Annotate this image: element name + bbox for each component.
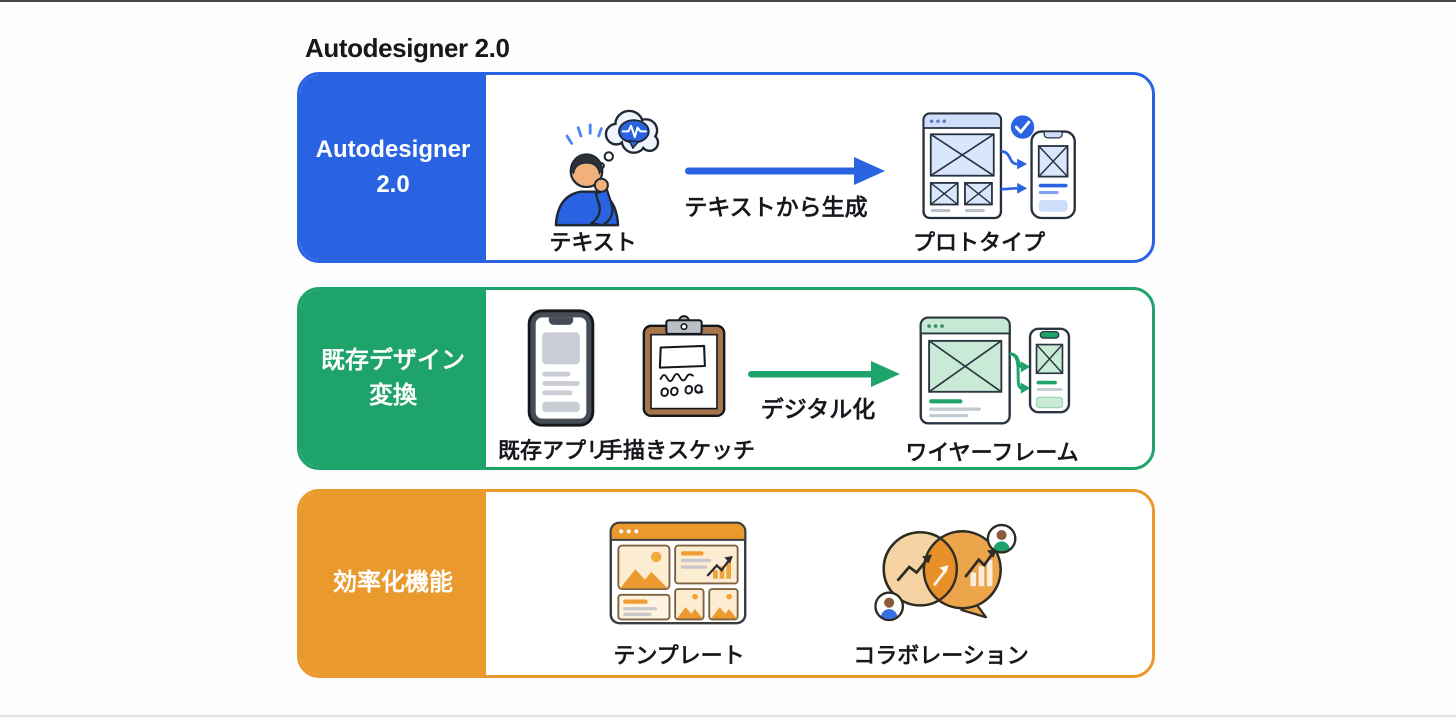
avatar-green [986, 523, 1017, 554]
thought-bubble-icon [597, 109, 660, 170]
section-efficiency: 効率化機能 [297, 489, 1155, 678]
caption-wireframe: ワイヤーフレーム [905, 440, 1079, 465]
sketch-clipboard-icon [642, 315, 726, 418]
caption-hand-sketch: 手描きスケッチ [600, 438, 756, 463]
section-autodesigner-label: Autodesigner 2.0 [300, 75, 486, 260]
thinking-person-icon [554, 109, 660, 227]
flow-label-generate: テキストから生成 [684, 194, 868, 220]
avatar-blue [874, 591, 904, 622]
collaboration-bubbles-icon [874, 523, 1017, 622]
wireframe-screens-icon [919, 316, 1071, 425]
check-badge-icon [1010, 115, 1035, 139]
right-arrow-icon [685, 157, 885, 185]
section-autodesigner: Autodesigner 2.0 [297, 72, 1155, 263]
caption-existing-app: 既存アプリ [497, 438, 609, 463]
prototype-screens-icon [922, 112, 1076, 220]
section-conversion: 既存デザイン 変換 既存アプリ 手描きスケッチ [297, 287, 1155, 470]
section-efficiency-label: 効率化機能 [300, 492, 486, 675]
caption-prototype: プロトタイプ [912, 230, 1046, 255]
page-title: Autodesigner 2.0 [305, 33, 510, 63]
flow-label-digitize: デジタル化 [760, 396, 876, 422]
caption-text-source: テキスト [549, 230, 637, 255]
top-edge-line [0, 0, 1456, 2]
person-figure [554, 153, 620, 227]
template-browser-icon [609, 521, 747, 625]
right-arrow-icon [748, 361, 900, 387]
mobile-app-icon [527, 309, 595, 427]
caption-template: テンプレート [613, 643, 745, 668]
brain-icon [618, 119, 650, 150]
section-conversion-label: 既存デザイン 変換 [300, 290, 486, 467]
caption-collaboration: コラボレーション [853, 643, 1029, 668]
bottom-edge-line [0, 715, 1456, 717]
